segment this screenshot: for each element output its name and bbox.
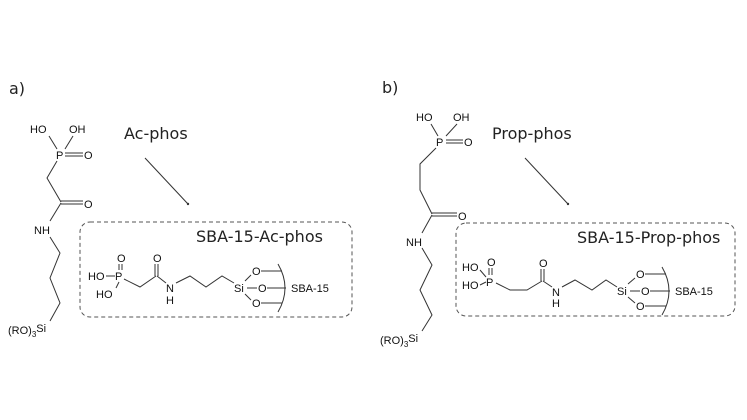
bond [175, 275, 235, 288]
bond [430, 123, 439, 137]
atom-p: P [486, 277, 493, 289]
atom-oh: OH [69, 124, 86, 136]
bond [419, 247, 433, 332]
atom-o-carbonyl: O [458, 211, 467, 223]
atom-ho: HO [96, 289, 113, 301]
molecule-name-ac-phos: Ac-phos [124, 124, 188, 143]
atom-h: H [552, 298, 560, 310]
atom-p: P [115, 271, 122, 283]
atom-o: O [641, 286, 650, 298]
bond [561, 279, 618, 291]
atom-o: O [153, 253, 162, 265]
atom-si: Si [234, 283, 244, 295]
atom-o: O [539, 258, 548, 270]
bond [49, 236, 61, 322]
support-label-b: SBA-15 [675, 286, 713, 298]
atom-o: O [252, 266, 261, 278]
arrow-line [144, 157, 189, 205]
atom-nh: NH [34, 225, 50, 237]
atom-o: O [258, 283, 267, 295]
atom-ro: (RO)3Si [8, 323, 46, 339]
panel-b: b) HO OH P O O NH (RO)3Si Prop-phos SBA-… [380, 78, 736, 349]
silica-surface-arc [661, 266, 670, 316]
atom-n: N [552, 287, 560, 299]
atom-o: O [636, 301, 645, 313]
atom-o: O [487, 257, 496, 269]
atom-o-carbonyl: O [84, 199, 93, 211]
atom-ho: HO [30, 124, 47, 136]
ac-phos-structure: HO OH P O O NH (RO)3Si [8, 124, 93, 339]
atom-n: N [166, 283, 174, 295]
atom-ho: HO [88, 271, 105, 283]
atom-o-phosphoryl: O [464, 137, 473, 149]
molecule-name-prop-phos: Prop-phos [492, 124, 572, 143]
bond [64, 135, 74, 150]
panel-label-b: b) [382, 78, 398, 97]
arrow-head [566, 202, 570, 206]
bond [49, 202, 62, 222]
atom-ho: HO [416, 112, 433, 124]
prop-phos-structure: HO OH P O O NH (RO)3Si [380, 112, 473, 349]
sba15-prop-phos-structure: HO HO P O O N H Si O O O [462, 257, 713, 316]
bond [627, 296, 636, 304]
atom-nh: NH [406, 237, 422, 249]
grafted-name-b: SBA-15-Prop-phos [577, 228, 720, 247]
bond [156, 275, 167, 284]
atom-o: O [636, 269, 645, 281]
silica-surface-arc [277, 263, 286, 313]
atom-oh: OH [453, 112, 470, 124]
atom-p: P [56, 150, 63, 162]
bond [479, 269, 487, 278]
atom-si: Si [617, 286, 627, 298]
bond [627, 277, 636, 285]
bond [123, 275, 157, 288]
sba15-ac-phos-structure: HO P O HO O N H Si O O O [88, 253, 329, 313]
atom-p: P [436, 137, 443, 149]
grafted-box-b [455, 222, 736, 317]
support-label-a: SBA-15 [291, 283, 329, 295]
atom-o-phosphoryl: O [84, 150, 93, 162]
bond [419, 147, 437, 215]
bond [244, 293, 252, 301]
bond [115, 281, 120, 289]
bond [48, 135, 58, 150]
grafted-box-a [79, 221, 353, 318]
bond [479, 281, 487, 286]
arrow-line [524, 157, 569, 205]
bond [542, 280, 553, 288]
atom-o: O [117, 253, 126, 265]
panel-a: a) HO OH P O O NH (RO)3Si Ac-phos SBA-15… [8, 79, 353, 339]
bond [495, 280, 543, 291]
bond [46, 160, 62, 203]
bond [244, 274, 252, 282]
bond [445, 123, 458, 137]
atom-h: H [166, 295, 174, 307]
atom-ho: HO [462, 262, 479, 274]
arrow-head [186, 202, 190, 206]
atom-ro: (RO)3Si [380, 333, 418, 349]
atom-ho: HO [462, 280, 479, 292]
panel-label-a: a) [9, 79, 25, 98]
bond [421, 214, 433, 234]
grafted-name-a: SBA-15-Ac-phos [196, 227, 323, 246]
atom-o: O [252, 298, 261, 310]
